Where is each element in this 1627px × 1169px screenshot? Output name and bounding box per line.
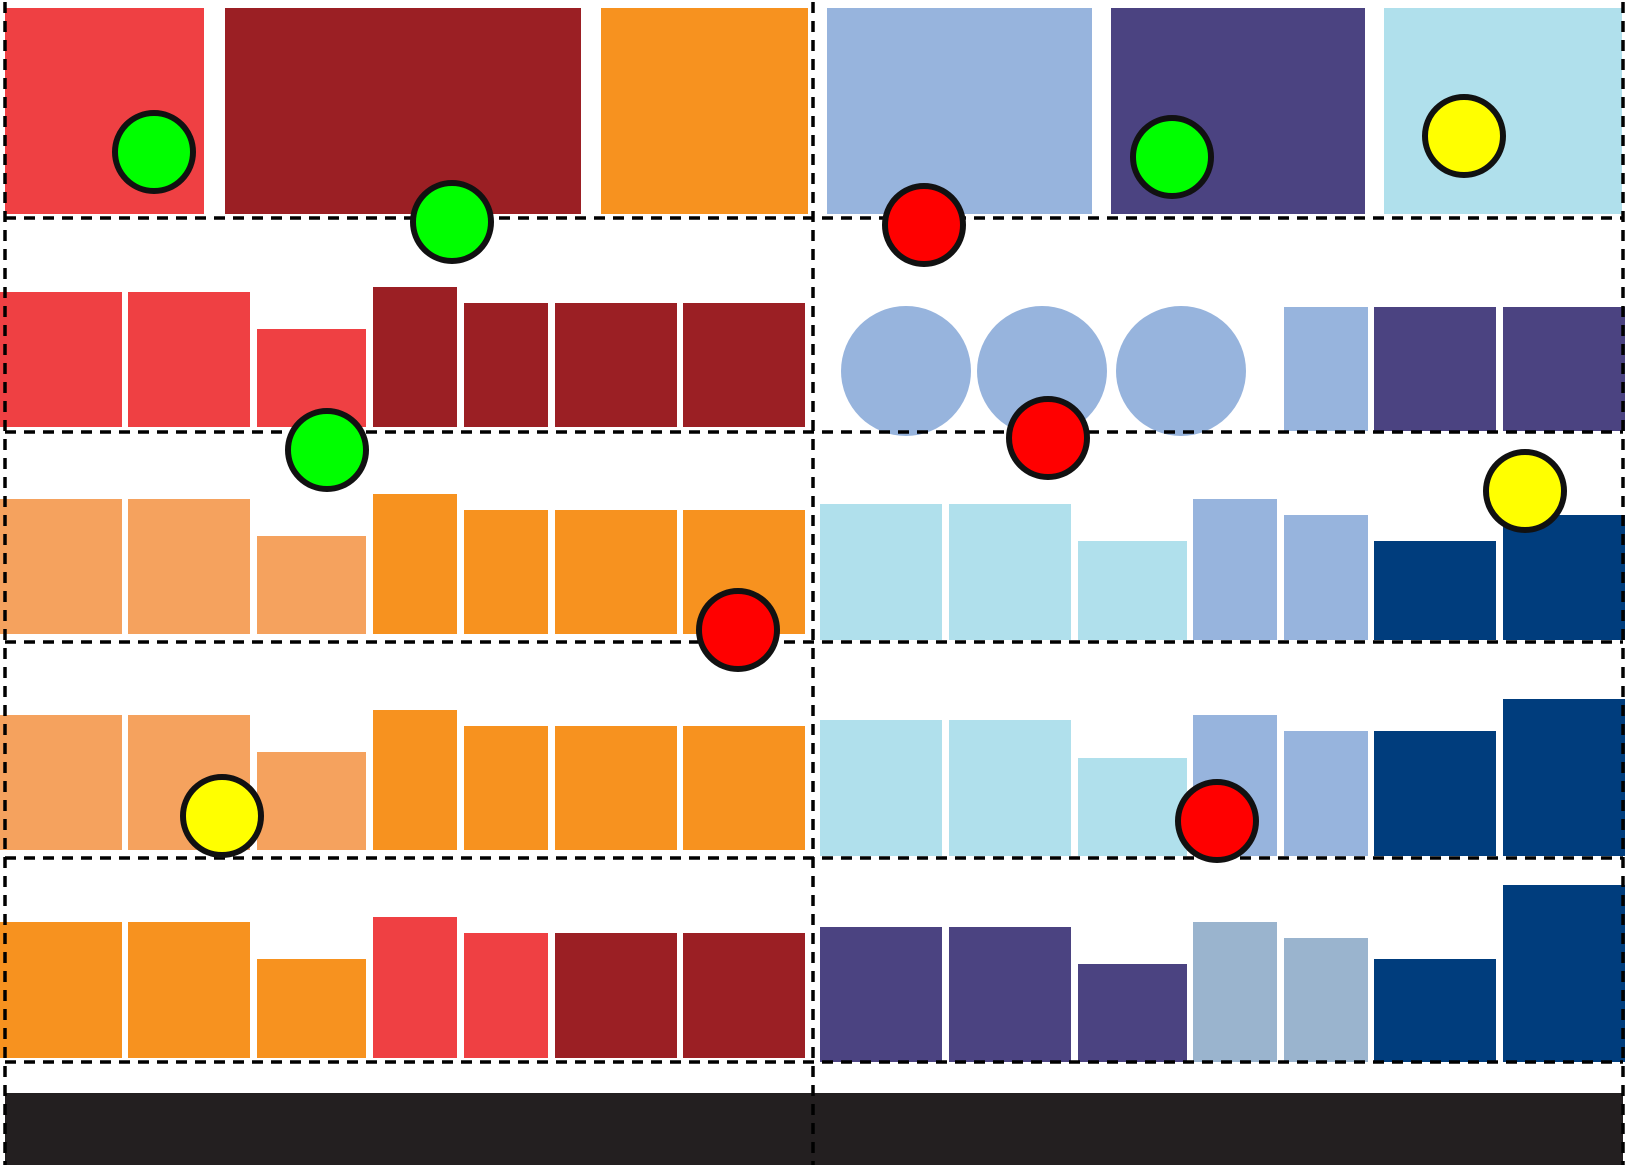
top-block [225, 8, 581, 214]
left-panel-bar [128, 499, 250, 634]
top-block [601, 8, 808, 214]
left-panel-bar [683, 303, 805, 427]
left-panel-bar [0, 499, 122, 634]
left-panel-bar [555, 510, 677, 634]
right-panel-bar [1503, 515, 1625, 640]
right-panel-bar [1503, 699, 1625, 856]
left-panel-bar [128, 922, 250, 1058]
right-panel-bar [1503, 307, 1625, 431]
left-panel-bar [555, 303, 677, 427]
left-panel-bar [373, 710, 457, 850]
left-panel-bar [128, 292, 250, 427]
right-panel-bar [1284, 938, 1368, 1062]
marker-circle [696, 588, 780, 672]
circle-shape [1116, 306, 1246, 436]
marker-circle [112, 110, 196, 194]
right-panel-bar [949, 504, 1071, 640]
left-panel-bar [464, 726, 548, 850]
right-panel-bar [820, 504, 942, 640]
right-panel-bar [949, 927, 1071, 1062]
marker-circle [180, 774, 264, 858]
right-panel-bar [1503, 885, 1625, 1062]
right-panel-bar [820, 720, 942, 856]
right-panel-bar [1284, 731, 1368, 856]
marker-circle [1175, 779, 1259, 863]
right-panel-bar [820, 927, 942, 1062]
circle-shape [841, 306, 971, 436]
left-panel-bar [0, 292, 122, 427]
right-panel-bar [1374, 959, 1496, 1062]
left-panel-bar [464, 510, 548, 634]
left-panel-bar [683, 933, 805, 1058]
right-panel-bar [1284, 515, 1368, 640]
left-panel-bar [257, 959, 366, 1058]
marker-circle [285, 408, 369, 492]
right-panel-bar [1193, 499, 1277, 640]
marker-circle [410, 180, 494, 264]
right-panel-bar [1374, 307, 1496, 431]
marker-circle [1422, 94, 1506, 178]
marker-circle [1483, 449, 1567, 533]
circle-shape [977, 306, 1107, 436]
left-panel-bar [0, 922, 122, 1058]
left-panel-bar [464, 933, 548, 1058]
marker-circle [1130, 115, 1214, 199]
marker-circle [882, 183, 966, 267]
right-panel-bar [1078, 541, 1187, 640]
left-panel-bar [683, 726, 805, 850]
left-panel-bar [555, 726, 677, 850]
left-panel-bar [373, 287, 457, 427]
left-panel-bar [555, 933, 677, 1058]
left-panel-bar [257, 536, 366, 634]
right-panel-bar [1284, 307, 1368, 431]
right-panel-bar [1078, 758, 1187, 856]
left-panel-bar [257, 329, 366, 427]
top-block [1384, 8, 1622, 214]
right-panel-bar [1374, 541, 1496, 640]
left-panel-bar [257, 752, 366, 850]
left-panel-bar [373, 494, 457, 634]
left-panel-bar [464, 303, 548, 427]
right-panel-bar [1193, 922, 1277, 1062]
top-block [827, 8, 1092, 214]
right-panel-bar [949, 720, 1071, 856]
right-panel-bar [1374, 731, 1496, 856]
left-panel-bar [0, 715, 122, 850]
right-panel-bar [1078, 964, 1187, 1062]
left-panel-bar [373, 917, 457, 1058]
marker-circle [1006, 396, 1090, 480]
